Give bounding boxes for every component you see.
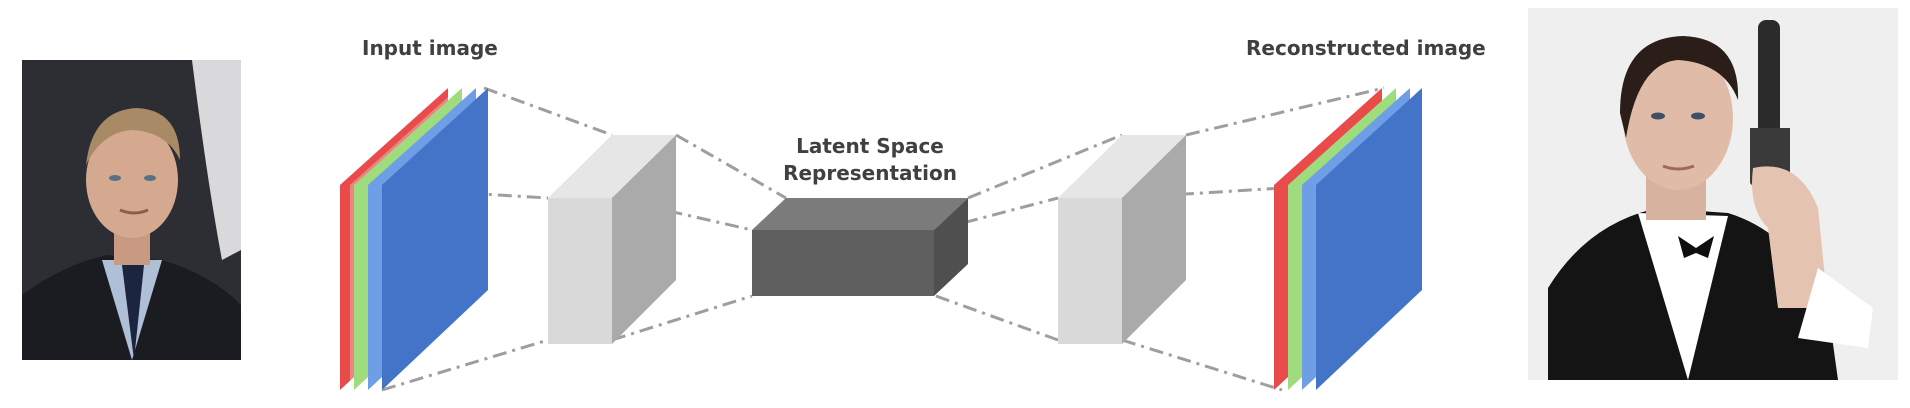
input-image-label: Input image	[362, 36, 498, 60]
output-blue-channel	[1316, 88, 1422, 390]
reconstructed-image-stack	[1274, 88, 1422, 390]
input-blue-channel	[382, 88, 488, 390]
reconstructed-photo	[1528, 8, 1898, 380]
reconstructed-image-label: Reconstructed image	[1246, 36, 1486, 60]
decoder-hidden-block	[1058, 135, 1186, 344]
connector-lines	[381, 86, 1385, 392]
latent-space-label: Latent Space Representation	[780, 133, 960, 187]
latent-label-line2: Representation	[783, 161, 957, 185]
input-image-stack	[340, 88, 488, 390]
encoder-hidden-block	[548, 135, 676, 344]
input-photo	[22, 60, 241, 360]
latent-label-line1: Latent Space	[796, 134, 944, 158]
latent-block	[752, 198, 968, 296]
